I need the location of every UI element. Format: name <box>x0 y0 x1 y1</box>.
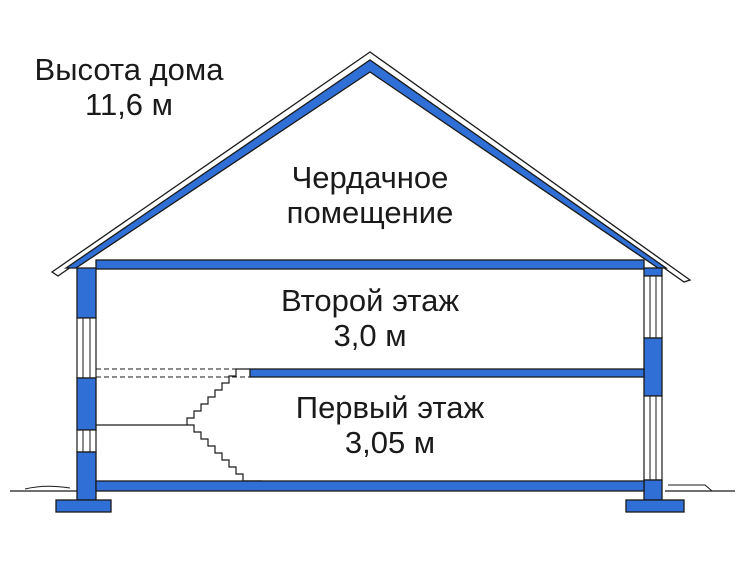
second-floor-label: Второй этаж 3,0 м <box>230 283 510 353</box>
left-wall-block-bottom <box>76 451 97 501</box>
house-height-value: 11,6 м <box>85 87 173 122</box>
second-floor-height: 3,0 м <box>333 318 407 353</box>
left-window-upper <box>76 317 97 379</box>
left-foundation <box>55 499 112 513</box>
right-wall-block-bottom <box>643 479 663 501</box>
attic-floor-slab <box>95 259 645 270</box>
second-floor-name: Второй этаж <box>280 283 460 318</box>
ground-line <box>10 484 735 492</box>
right-window-lower <box>643 395 663 481</box>
first-floor-name: Первый этаж <box>295 390 485 425</box>
first-floor-height: 3,05 м <box>344 425 436 460</box>
stair-opening-dashed <box>96 368 250 378</box>
right-wall <box>625 267 685 513</box>
right-wall-block-middle <box>643 337 663 397</box>
left-wall-block-middle <box>76 377 97 431</box>
right-window-upper <box>643 275 663 339</box>
roof-outer-edge <box>50 51 692 283</box>
attic-label-line2: помещение <box>286 195 454 230</box>
left-window-lower <box>76 429 97 453</box>
attic-label: Чердачное помещение <box>240 160 500 230</box>
right-foundation <box>625 499 685 513</box>
house-height-label: Высота дома 11,6 м <box>0 52 258 122</box>
right-wall-block-top <box>643 267 663 277</box>
ground-floor-slab <box>95 480 645 492</box>
stair-upper-flight <box>186 368 250 425</box>
second-floor-slab <box>249 368 645 378</box>
house-height-title: Высота дома <box>34 52 224 87</box>
attic-label-line1: Чердачное <box>291 160 449 195</box>
first-floor-label: Первый этаж 3,05 м <box>250 390 530 460</box>
left-wall-block-top <box>76 267 97 319</box>
stair-lower-flight <box>187 424 262 482</box>
staircase <box>96 368 262 482</box>
left-wall <box>55 267 112 513</box>
